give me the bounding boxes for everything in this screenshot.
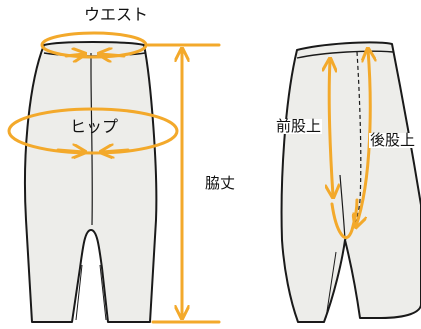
side-inseam-line — [325, 251, 337, 319]
hip-arrow-right — [102, 150, 130, 152]
front-rise-arrow — [329, 60, 333, 196]
waist-label: ウエスト — [84, 5, 149, 24]
hip-arrow-left — [56, 150, 84, 152]
front-rise-label: 前股上 — [275, 117, 323, 135]
waist-measure-loop — [40, 31, 148, 59]
waist-arrow-right — [100, 54, 126, 56]
side-waistband-line — [296, 50, 394, 59]
hip-label: ヒップ — [70, 117, 119, 136]
front-inseam-right — [99, 264, 107, 321]
front-inseam-left — [75, 264, 83, 321]
waist-arrow-left — [64, 54, 84, 56]
side-length-label: 脇丈 — [205, 174, 236, 192]
measurement-lines — [7, 31, 370, 324]
front-view-pants — [24, 41, 158, 323]
side-view-pants — [280, 41, 421, 323]
back-rise-label: 後股上 — [369, 131, 417, 149]
side-pants-outline — [280, 41, 421, 323]
